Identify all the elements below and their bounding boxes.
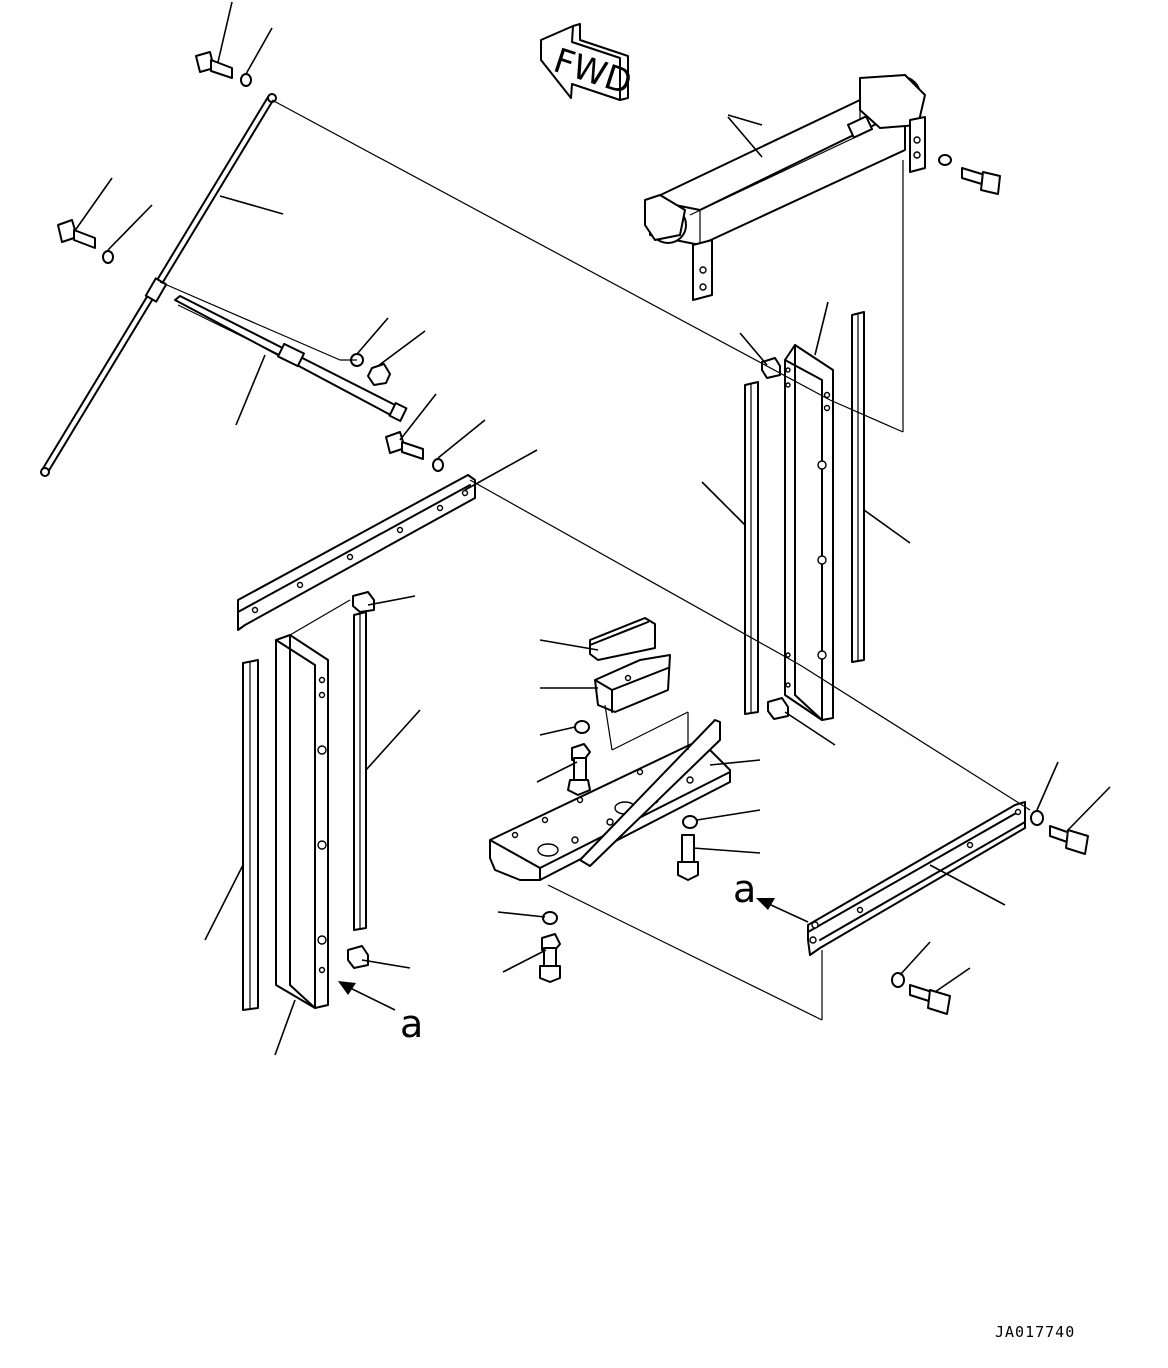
upper-angle-rail [237, 474, 476, 631]
leader-lines [73, 1, 1111, 1056]
long-rod [40, 93, 277, 477]
beam-bolt [938, 154, 1001, 195]
top-bolt-1 [195, 51, 252, 87]
base-plate [489, 719, 731, 983]
view-marker-right-label: a [733, 867, 756, 911]
drawing-code: JA017740 [995, 1323, 1075, 1341]
fwd-label: FWD [549, 41, 637, 104]
right-column [744, 311, 865, 721]
top-beam-assembly [644, 74, 926, 301]
lower-right-rail [807, 801, 1089, 1015]
mid-bolt [385, 431, 444, 472]
reference-lines [159, 99, 1031, 1021]
center-bracket [567, 617, 671, 796]
view-marker-left: a [338, 981, 423, 1046]
top-bolt-2 [57, 219, 114, 264]
view-marker-right: a [733, 867, 809, 923]
left-column [242, 591, 375, 1011]
fwd-arrow: FWD [540, 23, 637, 104]
view-marker-left-label: a [400, 1002, 423, 1046]
short-rod [174, 295, 408, 422]
